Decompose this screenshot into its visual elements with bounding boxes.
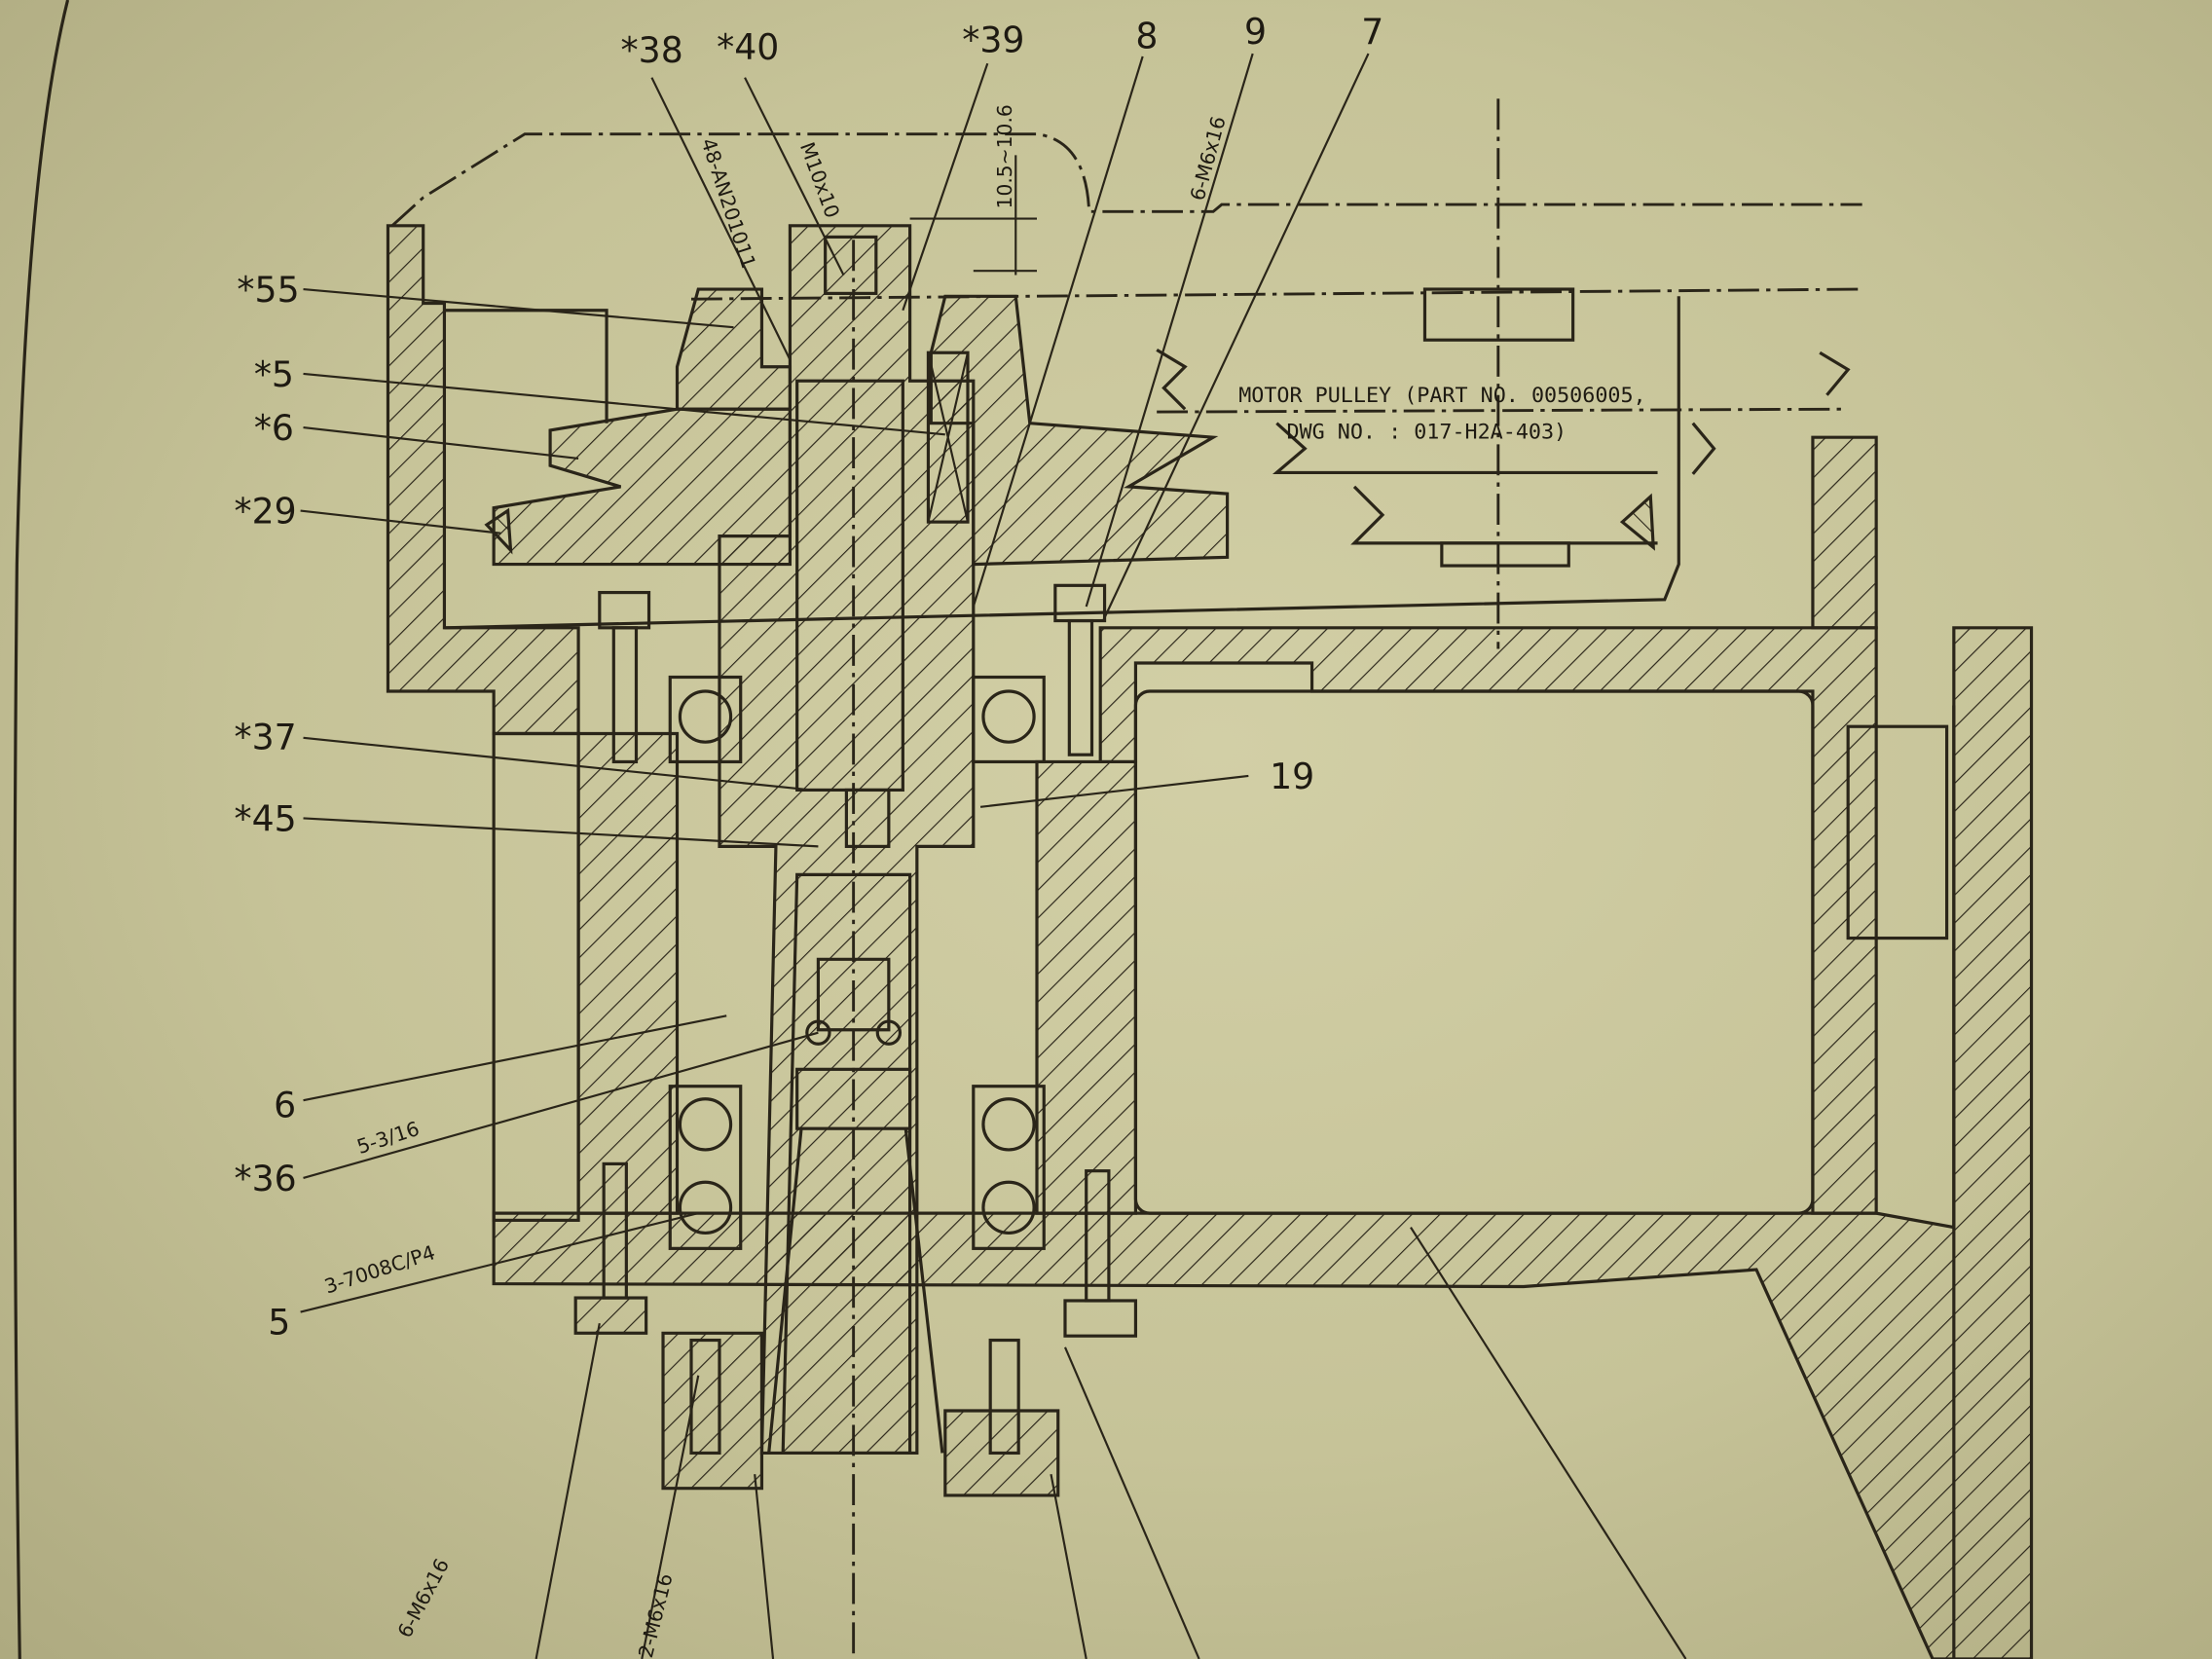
screw-right-spec: 6-M6x16: [1186, 114, 1231, 203]
motor-pulley-note-line1: MOTOR PULLEY (PART NO. 00506005,: [1238, 384, 1645, 408]
callout-6-bottom: 6: [274, 1085, 296, 1126]
bearings: [668, 675, 1046, 1250]
callout-8: 8: [1135, 15, 1158, 56]
screw-bottom-left-spec: 6-M6x16: [392, 1555, 454, 1641]
screw-bottom-mid-spec: 2-M6x16: [634, 1571, 678, 1659]
balls-spec: 5-3/16: [354, 1117, 423, 1159]
callout-40: *40: [717, 26, 779, 68]
motor-pulley-note-line2: DWG NO. : 017-H2A-403): [1286, 421, 1567, 445]
callout-36: *36: [235, 1158, 297, 1199]
spindle: [718, 224, 976, 1456]
screw-top-spec: M10x10: [795, 139, 844, 221]
callout-37: *37: [235, 716, 297, 757]
callout-55: *55: [237, 269, 299, 311]
screws: [573, 583, 1138, 1497]
bearing-spec: 3-7008C/P4: [321, 1240, 438, 1298]
callout-29: *29: [235, 491, 297, 533]
dimension-10.5: [909, 155, 1037, 276]
callout-19: 19: [1270, 756, 1314, 797]
leader-lines: [300, 53, 1687, 1659]
callout-6-top: *6: [254, 407, 294, 449]
dimension-value: 10.5~10.6: [993, 104, 1016, 208]
callout-45: *45: [235, 797, 297, 839]
pulleys: [484, 287, 1851, 568]
housing: [386, 224, 2034, 1659]
nut-spec: 48-AN201011: [696, 135, 760, 272]
page-edge: [13, 0, 70, 1659]
callout-5-top: *5: [254, 353, 294, 395]
callout-7: 7: [1361, 11, 1383, 53]
callout-39: *39: [962, 19, 1024, 61]
callout-9: 9: [1244, 11, 1267, 53]
callout-38: *38: [621, 29, 683, 71]
callout-5-bottom: 5: [268, 1302, 290, 1344]
